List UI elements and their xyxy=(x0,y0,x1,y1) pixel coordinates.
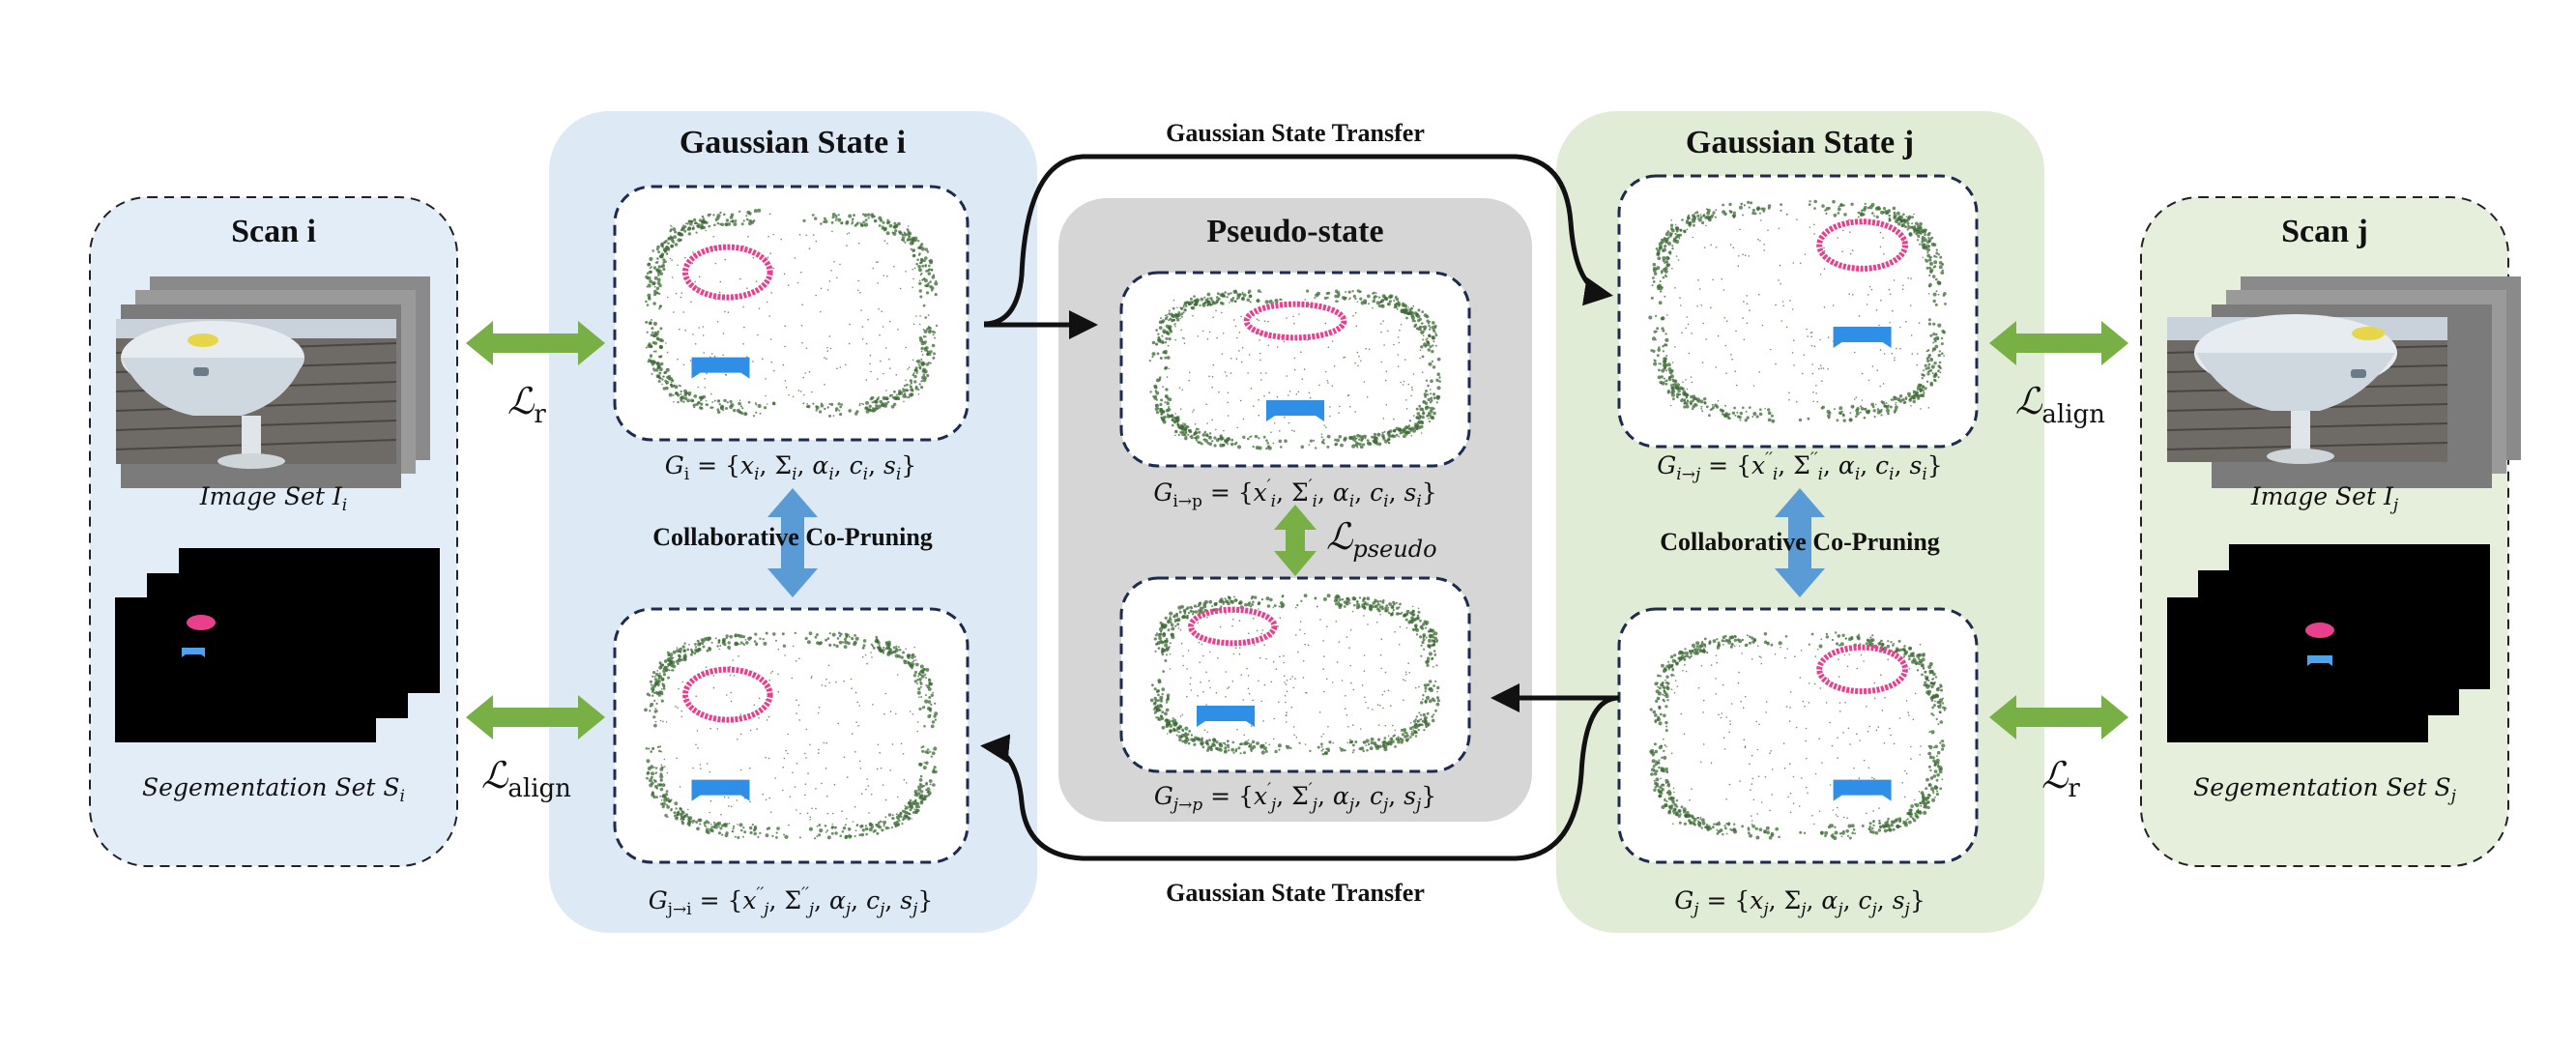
green-double-arrow-pseudo xyxy=(1274,505,1317,576)
frame-state-j-top xyxy=(1617,174,1979,449)
pink-ring xyxy=(682,244,773,301)
frame-border xyxy=(1617,607,1979,864)
scan-j-photo xyxy=(2166,314,2448,464)
scan-j-segmentation-stack xyxy=(2167,544,2490,742)
pink-segment xyxy=(187,615,216,630)
transfer-arrow-top-i-to-j xyxy=(983,154,1613,327)
green-double-arrow-scan-j-bottom xyxy=(1989,695,2128,740)
gaussian-state-i-title: Gaussian State i xyxy=(680,125,906,160)
scan-j-segmentation-set-label: Segementation Set Sj xyxy=(2193,773,2456,806)
transfer-label-bottom: Gaussian State Transfer xyxy=(1166,879,1425,907)
point-cloud xyxy=(1149,594,1440,756)
formula-G-j-to-i: Gj→i = {x′′j, Σ′′j, αj, cj, sj} xyxy=(649,884,934,919)
coprune-label-right: Collaborative Co-Pruning xyxy=(1660,528,1940,556)
scan-j-image-stack xyxy=(2166,276,2521,488)
formula-G-i: Gi = {xi, Σi, αi, ci, si} xyxy=(665,451,916,484)
frame-state-i-top xyxy=(613,185,970,442)
transfer-arrow-bottom-j-to-i xyxy=(980,695,1620,861)
point-cloud xyxy=(644,631,939,840)
blue-segment xyxy=(182,648,205,657)
loss-align-scan-j: ℒalign xyxy=(2015,380,2105,429)
pseudo-state-title: Pseudo-state xyxy=(1206,214,1383,249)
frame-border xyxy=(613,185,970,442)
frame-pseudo-top xyxy=(1119,271,1471,468)
frame-pseudo-bottom xyxy=(1119,576,1471,773)
point-cloud xyxy=(1649,631,1947,841)
scan-i-title: Scan i xyxy=(231,214,316,249)
blue-object xyxy=(1266,400,1324,421)
pink-ring xyxy=(1243,301,1347,341)
scan-j-image-set-label: Image Set Ij xyxy=(2250,482,2399,515)
formula-G-i-to-p: Gi→p = {x′i, Σ′i, αi, ci, si} xyxy=(1153,477,1436,511)
blue-object xyxy=(1197,706,1255,727)
green-double-arrow-scan-i-top xyxy=(466,321,605,365)
formula-G-j-to-p: Gj→p = {x′j, Σ′j, αj, cj, sj} xyxy=(1154,780,1436,815)
green-double-arrow-scan-i-bottom xyxy=(466,695,605,740)
transfer-label-top: Gaussian State Transfer xyxy=(1166,119,1425,147)
blue-object xyxy=(691,779,750,801)
scan-i-image-stack xyxy=(115,276,430,488)
loss-align-scan-i: ℒalign xyxy=(481,754,571,803)
pink-ring xyxy=(1188,606,1278,647)
blue-object xyxy=(1833,779,1892,801)
loss-r-scan-i: ℒr xyxy=(507,380,546,429)
loss-r-scan-j: ℒr xyxy=(2041,754,2080,803)
blue-segment xyxy=(2307,655,2332,666)
frame-border xyxy=(1617,174,1979,449)
pink-ring xyxy=(1816,218,1908,272)
loss-pseudo: ℒpseudo xyxy=(1326,515,1437,563)
gaussian-state-j-title: Gaussian State j xyxy=(1686,125,1914,160)
point-cloud xyxy=(1648,199,1947,423)
scan-j-title: Scan j xyxy=(2281,214,2368,249)
point-cloud xyxy=(1148,289,1441,450)
pink-ring xyxy=(682,666,773,723)
green-double-arrow-scan-j-top xyxy=(1989,321,2128,365)
blue-object xyxy=(691,357,750,379)
coprune-label-left: Collaborative Co-Pruning xyxy=(652,523,933,551)
frame-state-j-bottom xyxy=(1617,607,1979,864)
pink-segment xyxy=(2305,623,2334,638)
blue-double-arrow-state-j xyxy=(1775,488,1825,597)
scan-i-photo xyxy=(115,319,397,469)
scan-i-image-set-label: Image Set Ii xyxy=(199,482,347,515)
formula-G-j: Gj = {xj, Σj, αj, cj, sj} xyxy=(1674,886,1925,919)
point-cloud xyxy=(645,208,939,418)
scan-i-segmentation-stack xyxy=(115,548,440,742)
pink-ring xyxy=(1816,644,1908,695)
blue-double-arrow-state-i xyxy=(767,488,818,597)
formula-G-i-to-j: Gi→j = {x′′i, Σ′′i, αi, ci, si} xyxy=(1657,450,1942,484)
frame-state-i-bottom xyxy=(613,607,970,864)
frame-border xyxy=(1119,576,1471,773)
blue-object xyxy=(1833,327,1892,348)
scan-i-segmentation-set-label: Segementation Set Si xyxy=(142,773,405,806)
